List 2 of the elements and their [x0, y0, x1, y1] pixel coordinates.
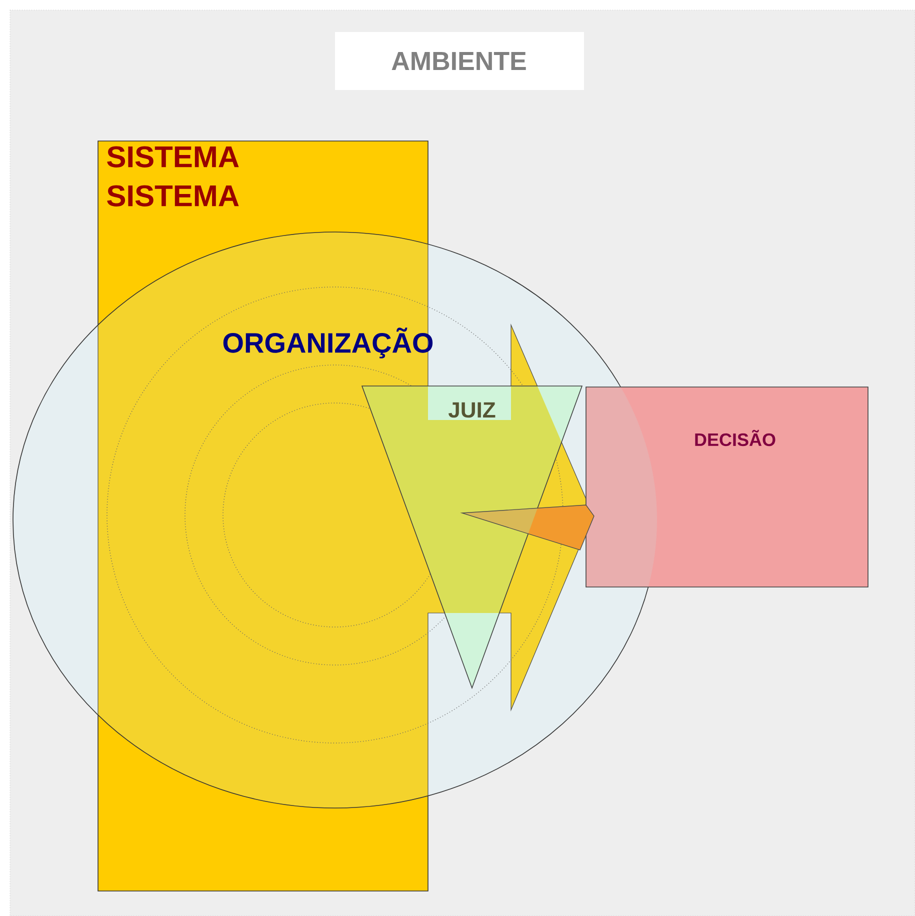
decision-box: DECISÃO: [586, 386, 868, 588]
title-box: AMBIENTE: [335, 32, 584, 90]
